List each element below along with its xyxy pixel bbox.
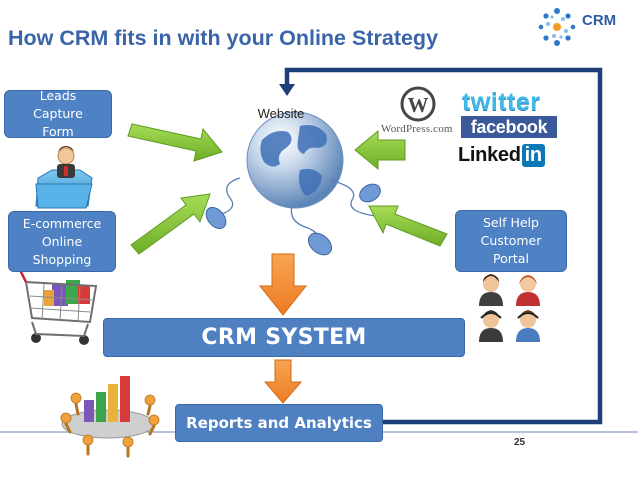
self-help-box: Self Help Customer Portal (455, 210, 567, 272)
green-arrow-portal (368, 205, 448, 247)
website-label: Website (257, 106, 305, 121)
crm-logo-text: CRM (582, 12, 617, 29)
crm-system-box: CRM SYSTEM (103, 318, 465, 357)
twitter-logo: twitter (462, 88, 541, 116)
self-help-line-2: Customer (480, 233, 542, 248)
green-arrow-social (354, 129, 406, 171)
people-icon (479, 274, 540, 342)
svg-text:W: W (408, 93, 429, 117)
page-number: 25 (514, 437, 526, 448)
ecommerce-box: E-commerce Online Shopping (8, 211, 116, 272)
leads-capture-line-1: Leads Capture (33, 88, 83, 121)
self-help-line-1: Self Help (483, 215, 539, 230)
globe-icon (246, 111, 344, 209)
meeting-chart-icon (60, 376, 160, 458)
reports-analytics-box: Reports and Analytics (175, 404, 383, 442)
orange-arrow-to-crm (258, 253, 308, 316)
ecommerce-line-2: Online (41, 233, 83, 249)
mouse-icon (205, 206, 227, 230)
self-help-line-3: Portal (493, 251, 529, 266)
leads-capture-box: Leads Capture Form (4, 88, 112, 139)
linkedin-linked-text: Linked (458, 144, 521, 166)
orange-arrow-to-reports (263, 359, 303, 404)
shopping-cart-icon (14, 268, 98, 345)
green-arrow-leads (127, 123, 223, 162)
page-title: How CRM fits in with your Online Strateg… (8, 26, 439, 50)
ecommerce-line-3: Shopping (32, 251, 92, 267)
wordpress-logo-text: WordPress.com (381, 123, 453, 135)
mouse-icon (307, 232, 333, 256)
green-arrow-ecommerce (130, 193, 211, 255)
facebook-logo: facebook (461, 116, 557, 138)
mouse-icon (359, 183, 381, 203)
leads-capture-line-2: Form (42, 124, 74, 139)
feedback-loop-arrowhead (279, 84, 295, 96)
wordpress-icon: W (400, 86, 436, 122)
feedback-loop-line (284, 67, 603, 425)
person-folder-icon (35, 146, 93, 209)
ecommerce-line-1: E-commerce (22, 215, 102, 231)
linkedin-in-text: in (521, 144, 545, 167)
